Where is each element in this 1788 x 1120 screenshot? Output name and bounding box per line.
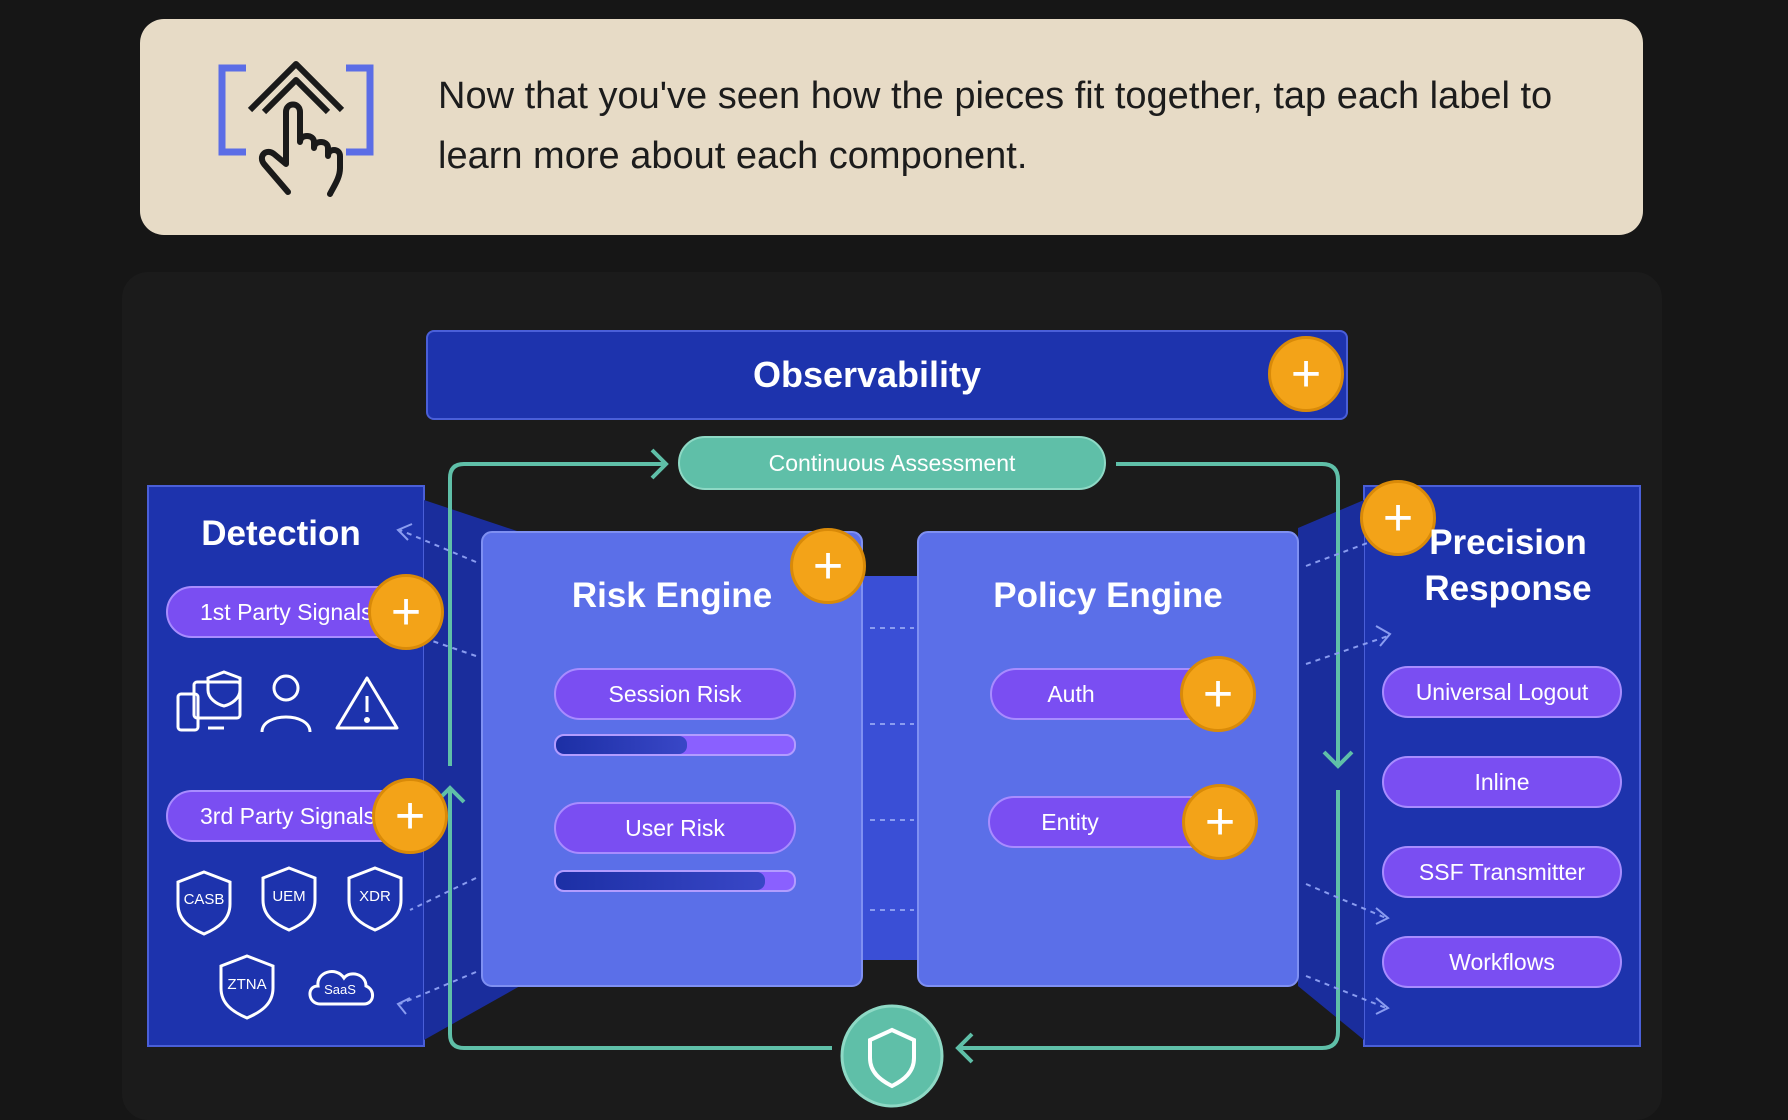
third-party-plus-button[interactable]: +: [372, 778, 448, 854]
auth-label: Auth: [1047, 680, 1095, 707]
ztna-label: ZTNA: [227, 976, 266, 993]
xdr-label: XDR: [359, 888, 391, 905]
warning-icon: [335, 676, 399, 730]
detection-panel: [147, 485, 425, 1047]
inline-pill[interactable]: Inline: [1382, 756, 1622, 808]
risk-engine-plus-button[interactable]: +: [790, 528, 866, 604]
observability-bar[interactable]: Observability: [426, 330, 1348, 420]
workflows-label: Workflows: [1449, 948, 1555, 975]
first-party-signals-label: 1st Party Signals: [200, 598, 373, 625]
session-risk-fill: [556, 736, 687, 754]
user-risk-fill: [556, 872, 766, 890]
continuous-assessment-pill[interactable]: Continuous Assessment: [678, 436, 1106, 490]
precision-response-title-line2: Response: [1424, 569, 1592, 608]
precision-response-title: Precision Response: [1392, 520, 1624, 612]
observability-label: Observability: [752, 354, 982, 395]
user-risk-pill[interactable]: User Risk: [554, 802, 796, 854]
uem-label: UEM: [272, 888, 305, 905]
continuous-assessment-label: Continuous Assessment: [768, 449, 1016, 476]
session-risk-pill[interactable]: Session Risk: [554, 668, 796, 720]
inline-label: Inline: [1474, 768, 1530, 795]
device-lock-icon: [176, 670, 242, 732]
user-icon: [260, 674, 312, 733]
universal-logout-pill[interactable]: Universal Logout: [1382, 666, 1622, 718]
ssf-transmitter-label: SSF Transmitter: [1418, 858, 1586, 885]
session-risk-bar: [554, 734, 796, 756]
user-risk-label: User Risk: [625, 814, 725, 841]
banner-text: Now that you've seen how the pieces fit …: [438, 75, 1553, 177]
universal-logout-label: Universal Logout: [1415, 678, 1589, 705]
tap-gesture-icon: [218, 61, 374, 197]
casb-label: CASB: [184, 891, 225, 908]
shield-icon: [840, 1004, 944, 1108]
ssf-transmitter-pill[interactable]: SSF Transmitter: [1382, 846, 1622, 898]
policy-engine-title: Policy Engine: [993, 576, 1223, 615]
saas-label: SaaS: [324, 982, 356, 997]
first-party-plus-button[interactable]: +: [368, 574, 444, 650]
auth-plus-button[interactable]: +: [1180, 656, 1256, 732]
engine-connector: [862, 576, 918, 960]
precision-response-plus-button[interactable]: +: [1360, 480, 1436, 556]
policy-engine-panel: [917, 531, 1299, 987]
risk-engine-title: Risk Engine: [571, 576, 773, 615]
precision-response-title-line1: Precision: [1429, 523, 1587, 562]
observability-plus-button[interactable]: +: [1268, 336, 1344, 412]
entity-plus-button[interactable]: +: [1182, 784, 1258, 860]
detection-title: Detection: [201, 514, 361, 553]
third-party-signals-label: 3rd Party Signals: [200, 802, 376, 829]
instruction-banner: Now that you've seen how the pieces fit …: [140, 19, 1643, 235]
workflows-pill[interactable]: Workflows: [1382, 936, 1622, 988]
session-risk-label: Session Risk: [608, 680, 742, 707]
user-risk-bar: [554, 870, 796, 892]
entity-label: Entity: [1041, 808, 1099, 835]
